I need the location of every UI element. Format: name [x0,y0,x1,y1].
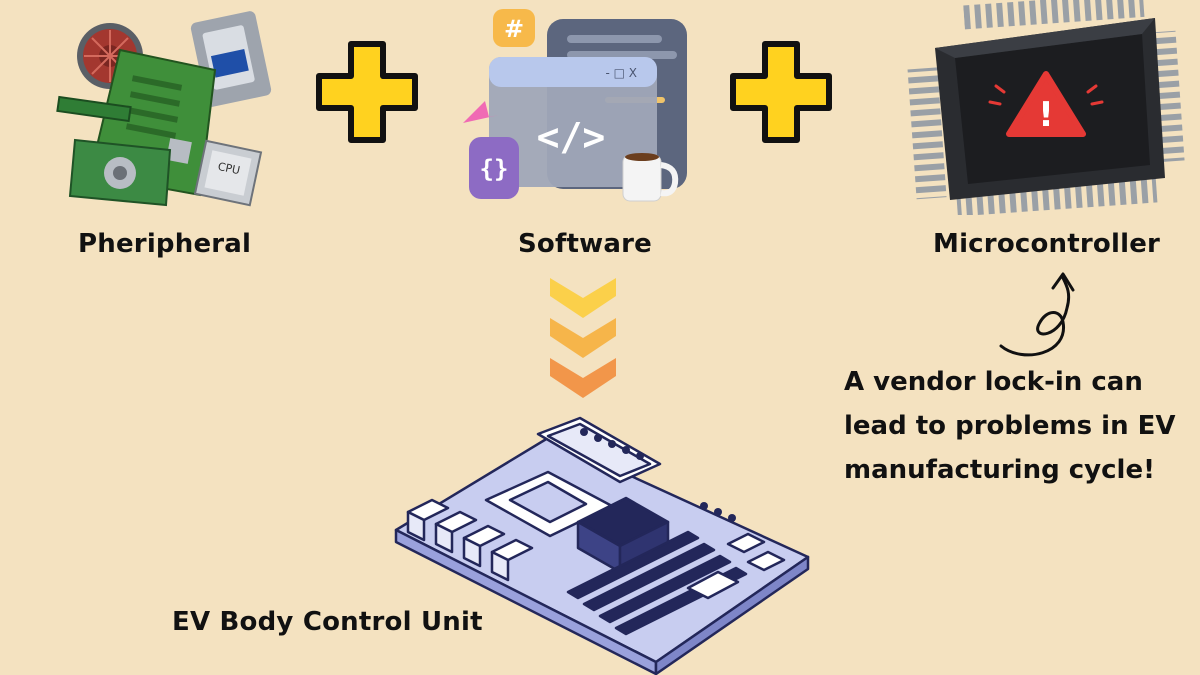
peripheral-label: Pheripheral [78,229,252,259]
chevron-down-icon [550,278,616,398]
hardware-collage-icon: CPU [56,11,272,207]
note-line: lead to problems in EV [844,411,1176,441]
software-label: Software [518,229,652,259]
svg-text:!: ! [1038,95,1054,135]
svg-text:CPU: CPU [217,160,242,177]
svg-text:{}: {} [480,155,509,183]
microcontroller-label: Microcontroller [933,229,1161,259]
ev-body-control-unit-label: EV Body Control Unit [172,607,483,637]
graphics-card-icon [68,138,172,207]
note-line: manufacturing cycle! [844,455,1155,485]
plus-icon [730,41,832,143]
cursor-arrow-icon [463,101,499,123]
plus-icon [316,41,418,143]
note-line: A vendor lock-in can [844,367,1143,397]
svg-text:- □ X: - □ X [605,66,637,80]
svg-text:</>: </> [537,115,606,159]
microcontroller-chip-icon: ! [907,0,1185,215]
cpu-chip-icon: CPU [193,139,263,207]
motherboard-icon [394,416,810,675]
software-window-icon: - □ X </> # {} [463,9,687,202]
vendor-lock-in-note: A vendor lock-in can lead to problems in… [844,360,1194,492]
ram-stick-icon [56,95,132,123]
warning-icon: ! [988,71,1104,137]
svg-text:#: # [504,15,524,43]
coffee-mug-icon [622,153,679,202]
curved-arrow-icon [999,272,1075,357]
